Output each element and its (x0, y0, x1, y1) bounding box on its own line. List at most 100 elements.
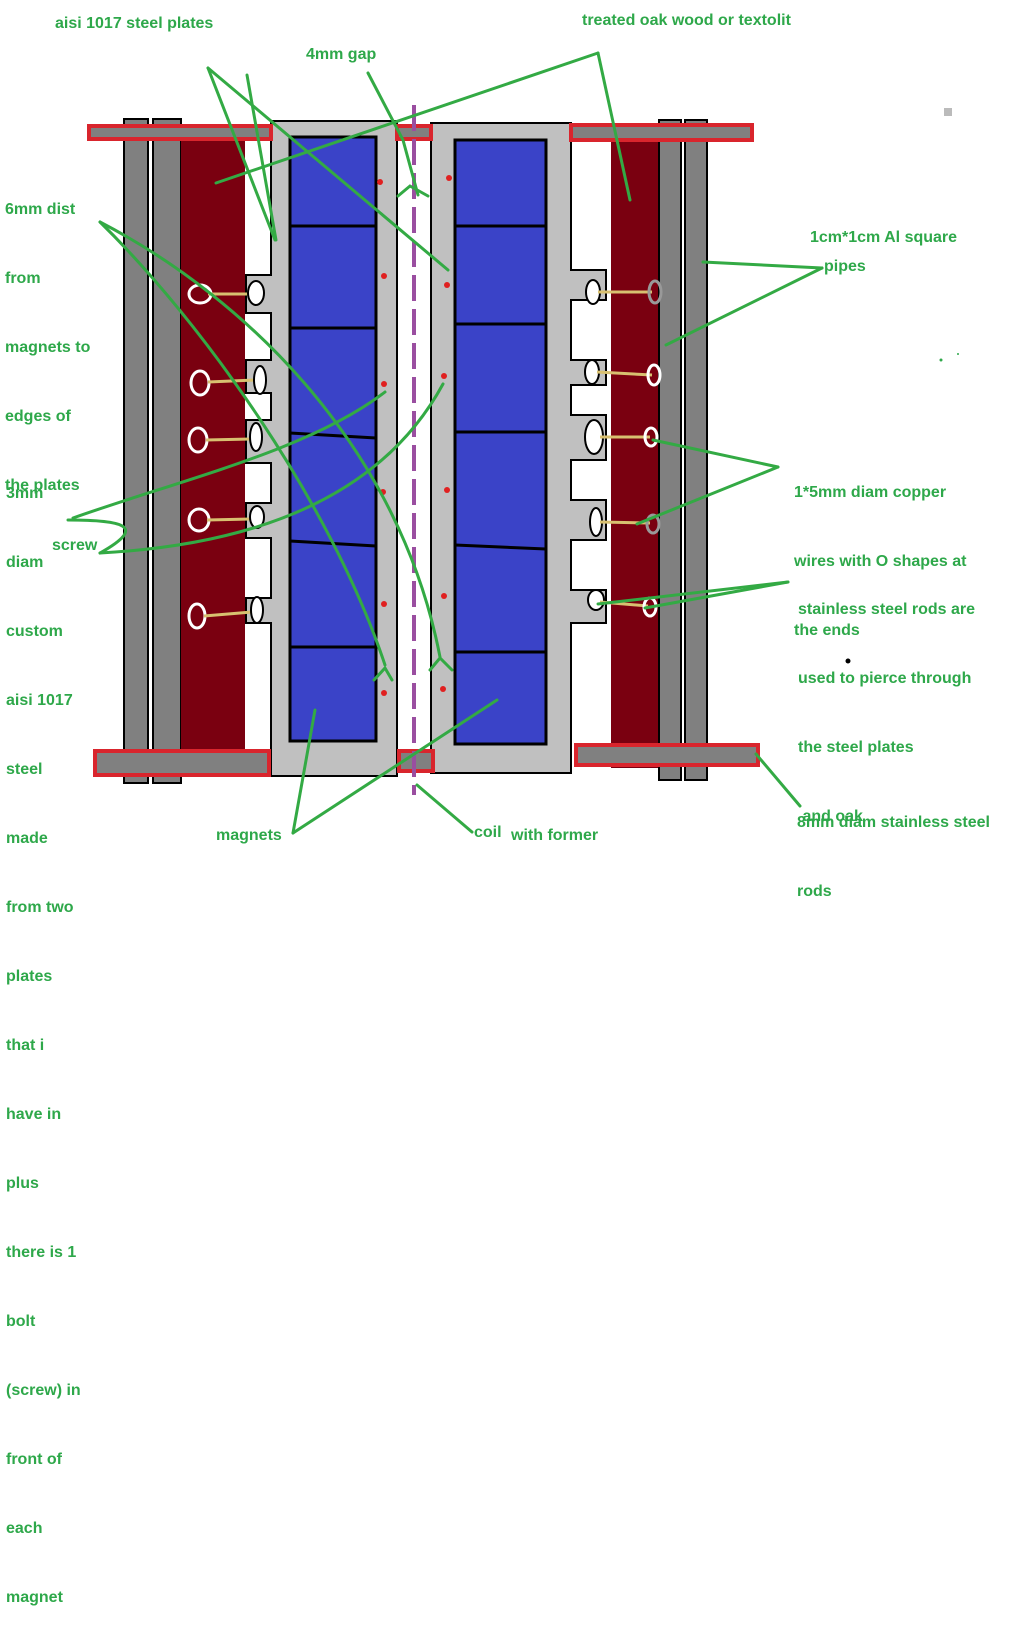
label-line: rods (797, 883, 832, 900)
label-dist: 6mm dist from magnets to edges of the pl… (5, 152, 90, 520)
pointer-oak (596, 51, 632, 202)
label-copper: 1*5mm diam copper wires with O shapes at… (794, 435, 967, 665)
label-line: there is 1 (6, 1244, 77, 1261)
oak-bar-right (611, 130, 660, 768)
label-line: edges of (5, 408, 71, 425)
label-line: magnets to (5, 339, 91, 356)
al-pipe-inner-right (658, 119, 682, 781)
magnet-divider (454, 543, 547, 551)
pointer-rods-diam (754, 752, 802, 808)
label-screw-description: 3mm diam custom aisi 1017 steel made fro… (6, 436, 81, 1632)
pointer-steel-plates (245, 73, 278, 242)
label-line: plates (6, 968, 53, 985)
label-magnets: magnets (216, 827, 282, 844)
stainless-rods (87, 123, 760, 777)
generator-diagram (66, 51, 959, 835)
label-line: from two (6, 899, 74, 916)
screw-dot (377, 179, 383, 185)
pointer-dist (98, 220, 442, 659)
label-line: the plates (5, 477, 80, 494)
label-al-pipe-2: pipes (824, 258, 866, 275)
screw-dots (377, 175, 452, 696)
label-former: with former (511, 827, 599, 844)
screw-dot (444, 487, 450, 493)
label-line: 6mm dist (5, 201, 76, 218)
copper-wire (187, 505, 265, 533)
pointer-gap (366, 71, 420, 197)
label-line: (screw) in (6, 1382, 81, 1399)
label-line: stainless steel rods are (798, 601, 975, 618)
pointer-al-pipes (664, 266, 824, 347)
right-al-pipes (658, 119, 708, 781)
pointer-dist (98, 220, 387, 667)
screw-dot (446, 175, 452, 181)
copper-wire (187, 280, 265, 306)
rod-top-left (87, 124, 273, 141)
pointer-magnets (291, 698, 499, 835)
pointer-rods-pierce (596, 580, 790, 606)
stray-mark (845, 658, 851, 664)
pointer-oak (214, 51, 600, 185)
screw-dot (441, 373, 447, 379)
label-coil: coil (474, 824, 502, 841)
screw-dot (444, 282, 450, 288)
al-pipe-outer-left (123, 118, 149, 784)
label-rods-pierce: stainless steel rods are used to pierce … (798, 552, 975, 851)
pointer-steel-plates (206, 66, 277, 242)
label-line: 1*5mm diam copper (794, 484, 947, 501)
copper-wire (585, 279, 663, 305)
label-line: used to pierce through (798, 670, 972, 687)
pointer-rods-pierce (643, 580, 790, 610)
pointer-copper (651, 438, 780, 469)
pointer-dist-arrow (428, 655, 454, 672)
stray-mark (957, 353, 959, 355)
label-line: diam (6, 554, 44, 571)
label-line: from (5, 270, 41, 287)
label-line: have in (6, 1106, 62, 1123)
label-line: made (6, 830, 48, 847)
label-line: each (6, 1520, 43, 1537)
screw-dot (381, 273, 387, 279)
pointer-screw-hook (66, 518, 127, 555)
label-line: plus (6, 1175, 39, 1192)
label-rods-diam: 8mm diam stainless steel rods (797, 765, 990, 926)
label-line: custom (6, 623, 63, 640)
label-line: front of (6, 1451, 62, 1468)
copper-wires-left (187, 280, 267, 630)
al-pipe-inner-left (152, 118, 182, 784)
copper-wire (589, 507, 661, 537)
label-line: the steel plates (798, 739, 914, 756)
pointer-screw (71, 390, 387, 520)
screw-dot (441, 593, 447, 599)
label-line: wires with O shapes at (794, 553, 967, 570)
copper-wire (187, 422, 263, 454)
pointer-magnets (291, 708, 317, 835)
label-al-pipe: 1cm*1cm Al square (810, 229, 958, 246)
pointer-steel-plates (206, 66, 450, 272)
label-line: steel (6, 761, 43, 778)
screw-dot (440, 686, 446, 692)
screw-dot (381, 601, 387, 607)
label-line: 3mm (6, 485, 44, 502)
stray-mark (939, 358, 943, 362)
label-oak: treated oak wood or textolit (582, 12, 791, 29)
magnet-frame-right (453, 138, 548, 746)
rod-bottom-right (574, 743, 760, 767)
pointer-lines (66, 51, 824, 835)
magnet-stack-right (453, 138, 548, 746)
pointer-coil (415, 783, 474, 834)
oak-bar-left (181, 132, 245, 777)
rod-bottom-left (93, 749, 271, 777)
label-line: the ends (794, 622, 860, 639)
copper-wire (584, 359, 662, 387)
screw-dot (381, 381, 387, 387)
pointer-al-pipes (701, 260, 824, 270)
label-line: and oak (798, 808, 863, 825)
left-al-pipes (123, 118, 182, 784)
copper-wire (189, 365, 267, 397)
label-screw: screw (52, 537, 98, 554)
label-line: 8mm diam stainless steel (797, 814, 990, 831)
label-gap: 4mm gap (306, 46, 377, 63)
pointer-dist-arrow (372, 665, 394, 682)
magnet-divider (289, 431, 377, 440)
